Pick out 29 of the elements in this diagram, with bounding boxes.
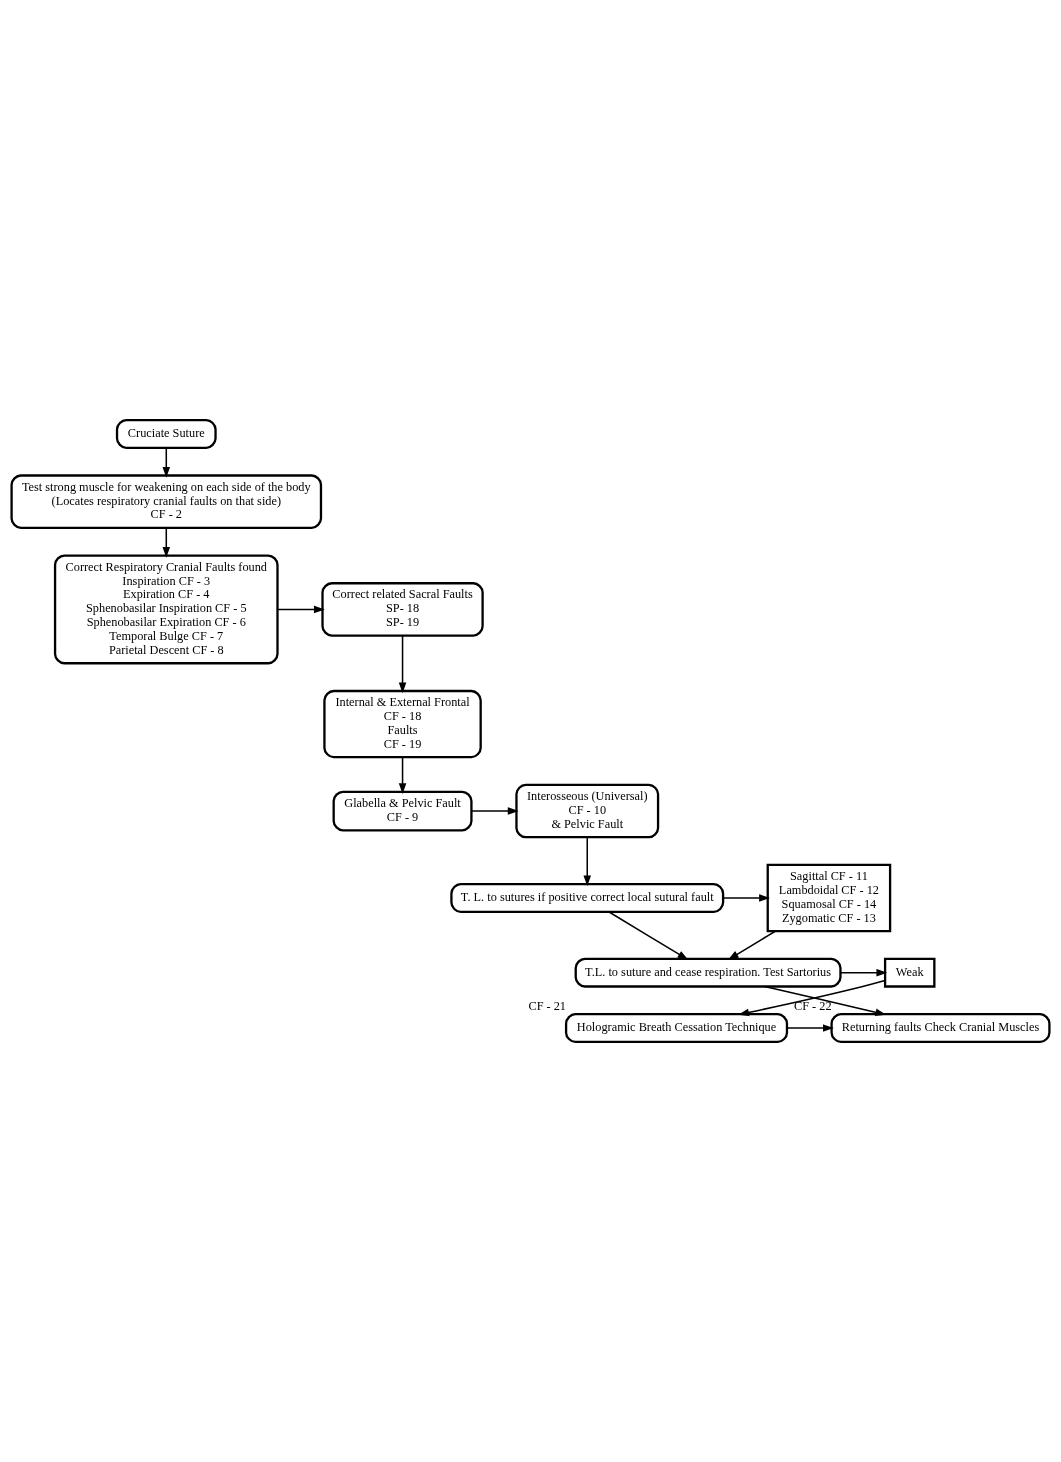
arrow	[470, 807, 519, 815]
arrow	[162, 447, 171, 478]
node-box: Cruciate Suture	[115, 418, 217, 449]
node-box: Glabella & Pelvic Fault CF - 9	[332, 790, 473, 832]
arrow	[727, 930, 776, 960]
node-box: Correct Respiratory Cranial Faults found Inspiration CF - 3 Expiration CF - 4 Sphenobasilar Inspiration CF - 5 Sphenobasilar Expiration CF - 6 Temporal Bulge CF - 7 Parietal Descent CF - 8	[53, 554, 279, 665]
arrow	[583, 836, 592, 887]
node-box: Hologramic Breath Cessation Technique	[564, 1013, 789, 1044]
arrow	[398, 756, 407, 794]
node-box: Returning faults Check Cranial Muscles	[830, 1013, 1051, 1044]
node-box: Internal & External Frontal CF - 18 Faults CF - 19	[323, 689, 482, 759]
arrow	[276, 605, 325, 614]
arrow	[786, 1024, 834, 1032]
arrow	[398, 635, 407, 694]
arrow	[738, 979, 886, 1017]
arrow	[763, 985, 887, 1016]
arrow	[722, 894, 770, 902]
node-box: Weak	[883, 957, 936, 988]
arrow	[162, 527, 171, 558]
node-box: Interosseous (Universal) CF - 10 & Pelvic Fault	[515, 783, 660, 839]
node-label: CF - 22	[793, 999, 832, 1014]
node-box: Test strong muscle for weakening on each side of the body (Locates respiratory cranial faults on that side) CF - 2	[10, 474, 323, 529]
node-box: Correct related Sacral Faults SP- 18 SP- 19	[321, 582, 484, 637]
node-box: T.L. to suture and cease respiration. Test Sartorius	[574, 957, 842, 988]
node-label: CF - 21	[528, 999, 567, 1014]
arrow	[839, 968, 888, 977]
node-box: Sagittal CF - 11 Lambdoidal CF - 12 Squamosal CF - 14 Zygomatic CF - 13	[766, 863, 892, 933]
node-box: T. L. to sutures if positive correct local sutural fault	[450, 883, 725, 913]
arrow	[608, 911, 689, 960]
